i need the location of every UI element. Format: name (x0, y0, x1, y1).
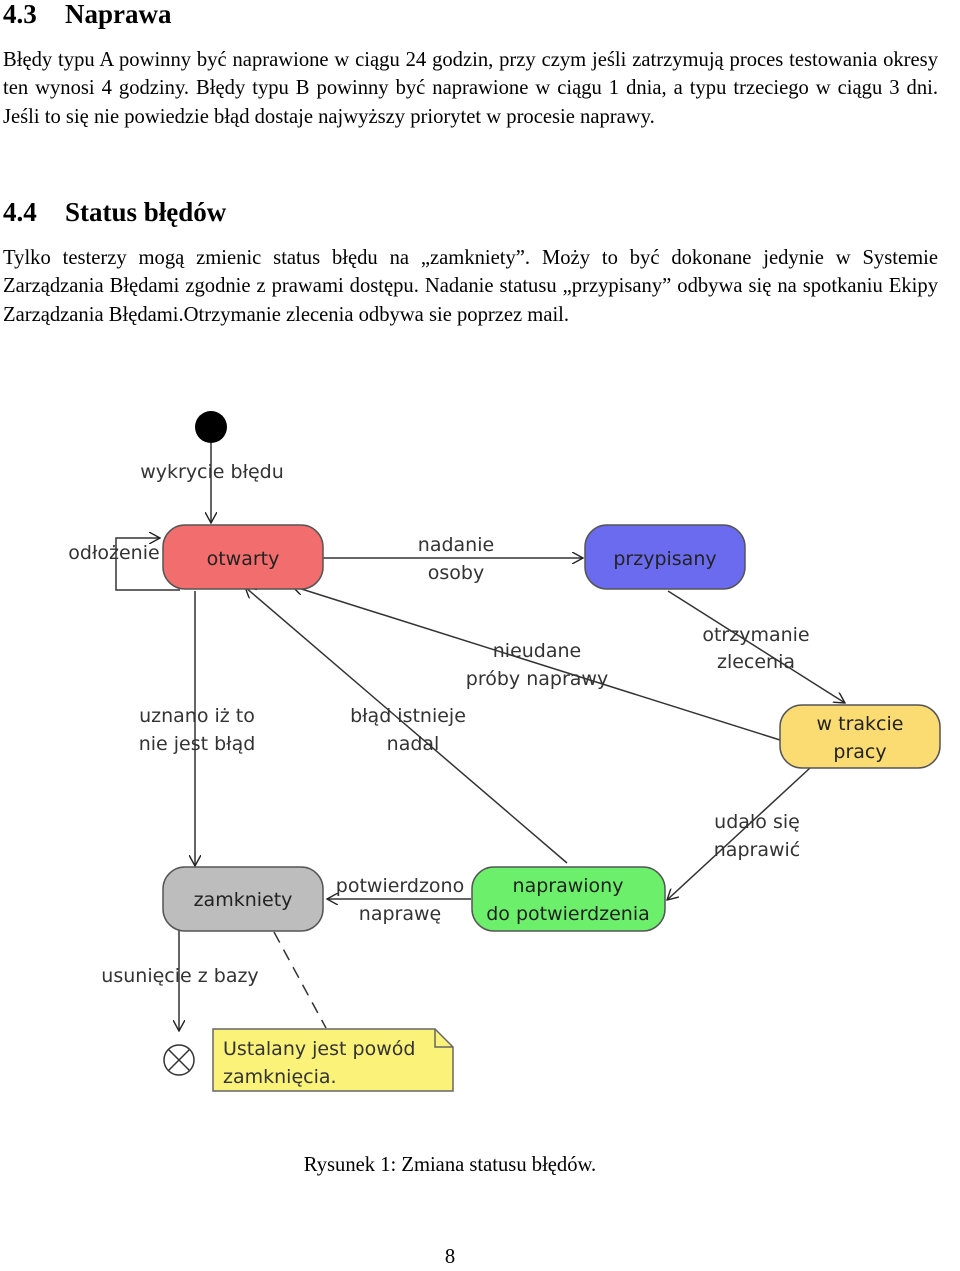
transition-label: usunięcie z bazy (101, 965, 258, 987)
section-naprawa: 4.3 Naprawa Błędy typu A powinny być napr… (3, 0, 938, 131)
note-text: Ustalany jest powód (223, 1038, 415, 1060)
state-label: pracy (833, 741, 886, 763)
section-number: 4.4 (3, 197, 37, 227)
transition-label: wykrycie błędu (140, 461, 284, 483)
transition-label: próby naprawy (466, 668, 608, 690)
transition-label: błąd istnieje (350, 705, 466, 727)
state-naprawiony (471, 866, 666, 932)
state-label: przypisany (613, 548, 716, 570)
state-label: do potwierdzenia (486, 903, 650, 925)
note-anchor-line (273, 931, 327, 1029)
section-title: Naprawa (65, 0, 172, 29)
transition-label: udało się (714, 811, 800, 833)
transition-label: naprawić (714, 839, 800, 861)
transition-udalo (667, 767, 811, 900)
section-paragraph: Błędy typu A powinny być naprawione w ci… (3, 49, 938, 128)
page-number: 8 (444, 1246, 456, 1268)
section-heading-naprawa: 4.3 Naprawa (3, 0, 938, 28)
transition-label: potwierdzono (336, 875, 464, 897)
state-diagram: otwarty przypisany w trakcie pracy zamkn… (68, 411, 941, 1092)
transition-otrzymanie (667, 590, 845, 703)
state-label: naprawiony (513, 875, 624, 897)
state-label: zamkniety (194, 889, 293, 911)
transition-label: nadal (387, 733, 440, 755)
transition-label: nadanie (418, 534, 494, 556)
transition-label: osoby (428, 562, 484, 584)
note (212, 1028, 454, 1092)
figure-caption: Rysunek 1: Zmiana statusu błędów. (303, 1154, 597, 1176)
state-label: w trakcie (817, 713, 904, 735)
section-number: 4.3 (3, 0, 37, 29)
transition-blad-istnieje (245, 587, 568, 864)
initial-state (195, 411, 227, 443)
transition-label: nie jest błąd (139, 733, 256, 755)
section-title: Status błędów (65, 197, 227, 227)
state-w-trakcie-pracy (779, 704, 941, 769)
section-heading-status: 4.4 Status błędów (3, 198, 938, 226)
transition-label: uznano iż to (139, 705, 255, 727)
state-otwarty (162, 524, 324, 590)
state-label: otwarty (207, 548, 280, 570)
final-state (163, 1044, 195, 1076)
transition-label: naprawę (359, 903, 441, 925)
state-zamkniety (162, 866, 324, 932)
transition-label: odłożenie (68, 542, 159, 564)
section-paragraph: Tylko testerzy mogą zmienic status błędu… (3, 247, 938, 326)
transition-label: nieudane (493, 640, 582, 662)
transition-label: zlecenia (717, 651, 795, 673)
state-przypisany (584, 524, 746, 590)
note-text: zamknięcia. (223, 1066, 337, 1088)
section-status-bledow: 4.4 Status błędów Tylko testerzy mogą zmi… (3, 198, 938, 329)
transition-odlozenie (115, 538, 180, 591)
transition-nieudane (292, 586, 781, 741)
transition-label: otrzymanie (702, 624, 809, 646)
